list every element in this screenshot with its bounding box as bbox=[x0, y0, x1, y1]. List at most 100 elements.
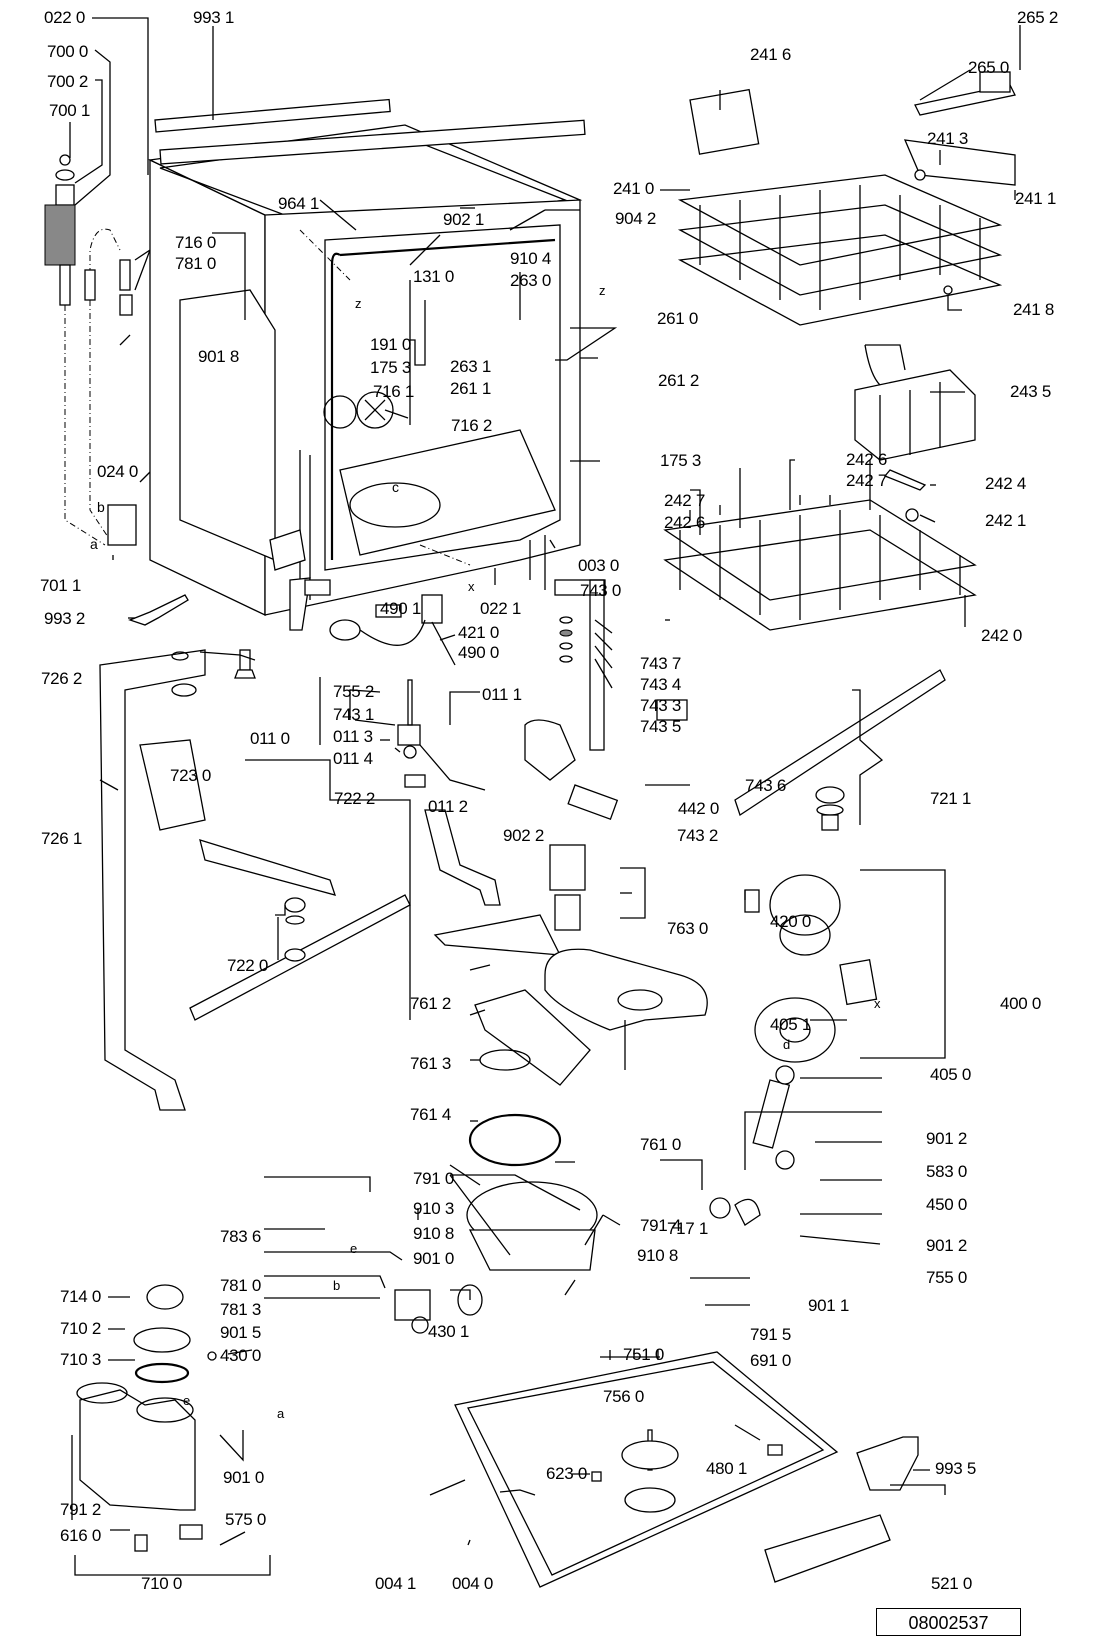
part-label-261-0[interactable]: 261 0 bbox=[657, 309, 699, 328]
part-label-616-0[interactable]: 616 0 bbox=[60, 1526, 102, 1545]
part-label-743-2[interactable]: 743 2 bbox=[677, 826, 719, 845]
part-label-480-1[interactable]: 480 1 bbox=[706, 1459, 748, 1478]
part-label-265-2[interactable]: 265 2 bbox=[1017, 8, 1059, 27]
part-label-743-7[interactable]: 743 7 bbox=[640, 654, 682, 673]
part-label-521-0[interactable]: 521 0 bbox=[931, 1574, 973, 1593]
part-label-993-2[interactable]: 993 2 bbox=[44, 609, 86, 628]
part-label-261-1[interactable]: 261 1 bbox=[450, 379, 492, 398]
part-label-743-4[interactable]: 743 4 bbox=[640, 675, 682, 694]
part-label-910-3[interactable]: 910 3 bbox=[413, 1199, 455, 1218]
part-label-751-0[interactable]: 751 0 bbox=[623, 1345, 665, 1364]
part-label-265-0[interactable]: 265 0 bbox=[968, 58, 1010, 77]
part-label-261-2[interactable]: 261 2 bbox=[658, 371, 700, 390]
part-label-743-3[interactable]: 743 3 bbox=[640, 696, 682, 715]
part-label-781-3[interactable]: 781 3 bbox=[220, 1300, 262, 1319]
part-label-241-6[interactable]: 241 6 bbox=[750, 45, 792, 64]
part-label-756-0[interactable]: 756 0 bbox=[603, 1387, 645, 1406]
part-label-726-2[interactable]: 726 2 bbox=[41, 669, 83, 688]
part-label-241-0[interactable]: 241 0 bbox=[613, 179, 655, 198]
part-label-910-8-b[interactable]: 910 8 bbox=[637, 1246, 679, 1265]
part-label-242-6[interactable]: 242 6 bbox=[846, 450, 888, 469]
part-label-716-0[interactable]: 716 0 bbox=[175, 233, 217, 252]
part-label-761-0[interactable]: 761 0 bbox=[640, 1135, 682, 1154]
part-label-004-1[interactable]: 004 1 bbox=[375, 1574, 417, 1593]
part-label-242-7[interactable]: 242 7 bbox=[846, 471, 888, 490]
part-label-450-0[interactable]: 450 0 bbox=[926, 1195, 968, 1214]
part-label-717-1[interactable]: 717 1 bbox=[667, 1219, 709, 1238]
part-label-004-0[interactable]: 004 0 bbox=[452, 1574, 494, 1593]
part-label-910-8[interactable]: 910 8 bbox=[413, 1224, 455, 1243]
part-label-242-4[interactable]: 242 4 bbox=[985, 474, 1027, 493]
part-label-763-0[interactable]: 763 0 bbox=[667, 919, 709, 938]
part-label-490-1[interactable]: 490 1 bbox=[380, 599, 422, 618]
part-label-011-3[interactable]: 011 3 bbox=[333, 727, 373, 746]
part-label-716-1[interactable]: 716 1 bbox=[373, 382, 415, 401]
part-label-901-2-b[interactable]: 901 2 bbox=[926, 1236, 968, 1255]
part-label-242-1[interactable]: 242 1 bbox=[985, 511, 1027, 530]
part-label-783-6[interactable]: 783 6 bbox=[220, 1227, 262, 1246]
part-label-722-0[interactable]: 722 0 bbox=[227, 956, 269, 975]
part-label-263-0[interactable]: 263 0 bbox=[510, 271, 552, 290]
part-label-761-3[interactable]: 761 3 bbox=[410, 1054, 452, 1073]
part-label-791-4[interactable]: 791 4 bbox=[640, 1216, 682, 1235]
part-label-710-3[interactable]: 710 3 bbox=[60, 1350, 102, 1369]
part-label-761-2[interactable]: 761 2 bbox=[410, 994, 452, 1013]
part-label-175-3-b[interactable]: 175 3 bbox=[660, 451, 702, 470]
part-label-901-5[interactable]: 901 5 bbox=[220, 1323, 262, 1342]
part-label-430-1[interactable]: 430 1 bbox=[428, 1322, 470, 1341]
part-label-721-1[interactable]: 721 1 bbox=[930, 789, 972, 808]
part-label-022-0[interactable]: 022 0 bbox=[44, 8, 86, 27]
part-label-191-0[interactable]: 191 0 bbox=[370, 335, 412, 354]
part-label-405-0[interactable]: 405 0 bbox=[930, 1065, 972, 1084]
part-label-726-1[interactable]: 726 1 bbox=[41, 829, 83, 848]
part-label-241-8[interactable]: 241 8 bbox=[1013, 300, 1055, 319]
part-label-902-1[interactable]: 902 1 bbox=[443, 210, 485, 229]
part-label-243-5[interactable]: 243 5 bbox=[1010, 382, 1052, 401]
part-label-901-2[interactable]: 901 2 bbox=[926, 1129, 968, 1148]
part-label-901-0[interactable]: 901 0 bbox=[413, 1249, 455, 1268]
part-label-716-2[interactable]: 716 2 bbox=[451, 416, 493, 435]
part-label-022-1[interactable]: 022 1 bbox=[480, 599, 522, 618]
part-label-242-6-b[interactable]: 242 6 bbox=[664, 513, 706, 532]
part-label-710-0[interactable]: 710 0 bbox=[141, 1574, 183, 1593]
part-label-904-2[interactable]: 904 2 bbox=[615, 209, 657, 228]
part-label-791-5[interactable]: 791 5 bbox=[750, 1325, 792, 1344]
part-label-490-0[interactable]: 490 0 bbox=[458, 643, 500, 662]
part-label-024-0[interactable]: 024 0 bbox=[97, 462, 139, 481]
part-label-743-6[interactable]: 743 6 bbox=[745, 776, 787, 795]
part-label-442-0[interactable]: 442 0 bbox=[678, 799, 720, 818]
part-label-743-5[interactable]: 743 5 bbox=[640, 717, 682, 736]
part-label-743-1[interactable]: 743 1 bbox=[333, 705, 375, 724]
part-label-583-0[interactable]: 583 0 bbox=[926, 1162, 968, 1181]
part-label-755-2[interactable]: 755 2 bbox=[333, 682, 375, 701]
part-label-175-3[interactable]: 175 3 bbox=[370, 358, 412, 377]
part-label-700-1[interactable]: 700 1 bbox=[49, 101, 91, 120]
part-label-901-1[interactable]: 901 1 bbox=[808, 1296, 850, 1315]
part-label-242-0[interactable]: 242 0 bbox=[981, 626, 1023, 645]
part-label-901-0-b[interactable]: 901 0 bbox=[223, 1468, 265, 1487]
part-label-901-8[interactable]: 901 8 bbox=[198, 347, 240, 366]
part-label-131-0[interactable]: 131 0 bbox=[413, 267, 455, 286]
part-label-710-2[interactable]: 710 2 bbox=[60, 1319, 102, 1338]
part-label-430-0[interactable]: 430 0 bbox=[220, 1346, 262, 1365]
part-label-723-0[interactable]: 723 0 bbox=[170, 766, 212, 785]
part-label-791-0[interactable]: 791 0 bbox=[413, 1169, 455, 1188]
part-label-743-0[interactable]: 743 0 bbox=[580, 581, 622, 600]
part-label-003-0[interactable]: 003 0 bbox=[578, 556, 620, 575]
part-label-405-1[interactable]: 405 1 bbox=[770, 1015, 812, 1034]
part-label-722-2[interactable]: 722 2 bbox=[334, 789, 376, 808]
part-label-420-0[interactable]: 420 0 bbox=[770, 912, 812, 931]
part-label-421-0[interactable]: 421 0 bbox=[458, 623, 500, 642]
part-label-791-2[interactable]: 791 2 bbox=[60, 1500, 102, 1519]
part-label-755-0[interactable]: 755 0 bbox=[926, 1268, 968, 1287]
part-label-781-0-b[interactable]: 781 0 bbox=[220, 1276, 262, 1295]
part-label-691-0[interactable]: 691 0 bbox=[750, 1351, 792, 1370]
part-label-011-2[interactable]: 011 2 bbox=[428, 797, 468, 816]
part-label-242-7-b[interactable]: 242 7 bbox=[664, 491, 706, 510]
part-label-011-1[interactable]: 011 1 bbox=[482, 685, 522, 704]
part-label-910-4[interactable]: 910 4 bbox=[510, 249, 552, 268]
part-label-011-0[interactable]: 011 0 bbox=[250, 729, 290, 748]
part-label-241-1[interactable]: 241 1 bbox=[1015, 189, 1057, 208]
part-label-714-0[interactable]: 714 0 bbox=[60, 1287, 102, 1306]
part-label-902-2[interactable]: 902 2 bbox=[503, 826, 545, 845]
